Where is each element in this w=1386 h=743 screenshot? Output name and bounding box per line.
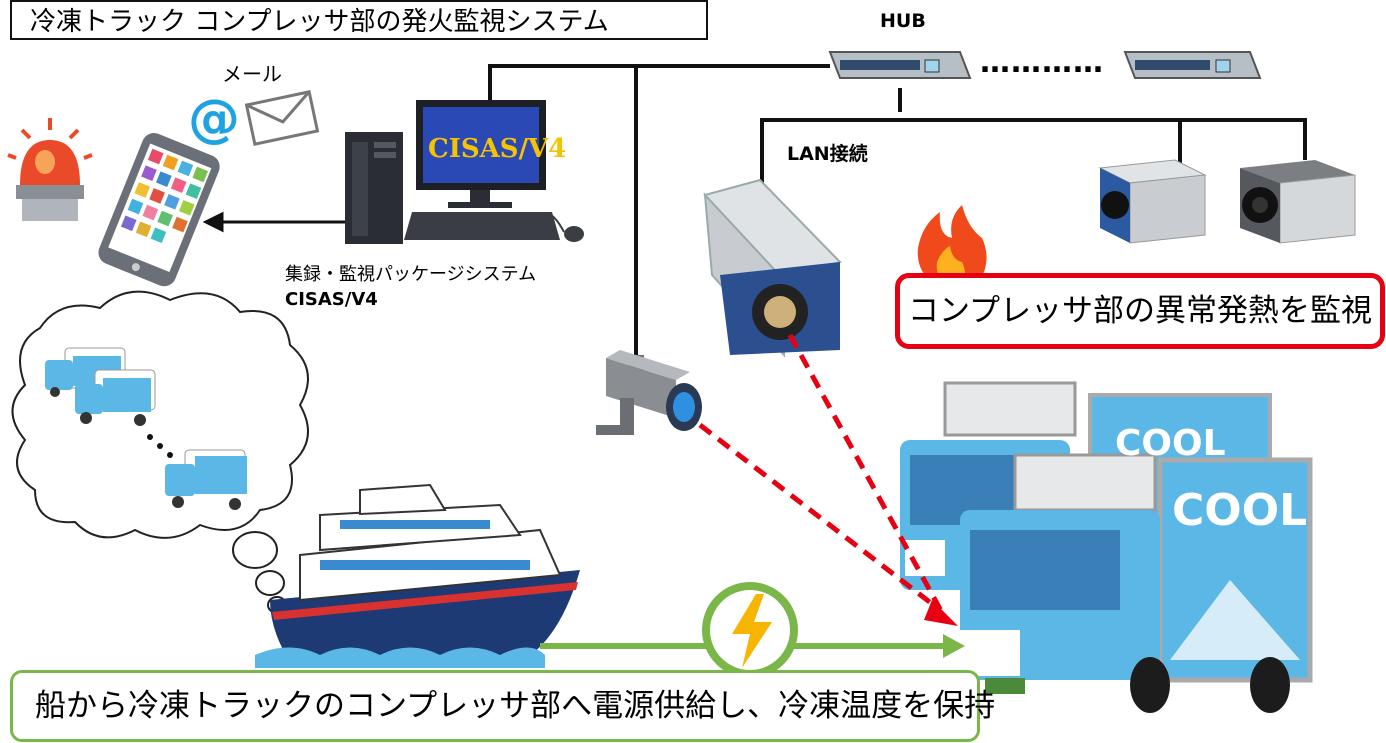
thermal-camera-small-icon: [1098, 159, 1207, 244]
truck-sign-text-front: COOL: [1172, 485, 1307, 536]
ship-icon: [255, 483, 580, 668]
monitor-icon: [404, 100, 584, 242]
network-lines: [488, 64, 1307, 360]
hub-switch-main: [828, 51, 972, 79]
power-caption: 船から冷凍トラックのコンプレッサ部へ電源供給し、冷凍温度を保持: [10, 670, 995, 742]
truck-sign-text-back: COOL: [1115, 423, 1226, 464]
alarm-lamp-icon: [7, 118, 93, 221]
mail-envelope-icon: [244, 90, 320, 146]
cctv-camera-icon: [596, 350, 702, 435]
system-label-line1: 集録・監視パッケージシステム: [285, 264, 537, 285]
ellipsis-dots: [147, 434, 173, 458]
smartphone-icon: [98, 132, 220, 287]
refrigerated-truck-front: [960, 453, 1313, 713]
small-truck-icon-3: [165, 449, 247, 510]
truck-sign-front: COOL: [1172, 485, 1307, 536]
at-symbol-icon: @: [188, 89, 240, 149]
monitoring-caption: コンプレッサ部の異常発熱を監視: [895, 273, 1385, 349]
small-truck-icon-2: [75, 369, 156, 426]
mail-label: メール: [222, 62, 282, 86]
lan-label: LAN接続: [787, 143, 868, 165]
thermal-camera-black-icon: [1240, 160, 1356, 244]
system-label: 集録・監視パッケージシステム CISAS/V4: [285, 262, 536, 312]
system-label-line2: CISAS/V4: [285, 289, 378, 310]
pc-tower-icon: [345, 132, 403, 244]
truck-sign-back: COOL: [1115, 423, 1226, 464]
hub-label: HUB: [880, 10, 926, 32]
thought-bubble: [11, 290, 309, 614]
monitor-lines: [698, 333, 948, 620]
hub-switch-secondary: [1123, 51, 1262, 79]
monitor-screen-text: CISAS/V4: [428, 134, 566, 164]
diagram-title: 冷凍トラック コンプレッサ部の発火監視システム: [10, 0, 708, 40]
notify-arrow: [202, 211, 345, 233]
power-arrow: [540, 582, 965, 678]
monitor-arrowhead: [924, 600, 958, 626]
hub-ellipsis: …………: [980, 45, 1104, 80]
thermal-camera-main-icon: [703, 178, 842, 358]
